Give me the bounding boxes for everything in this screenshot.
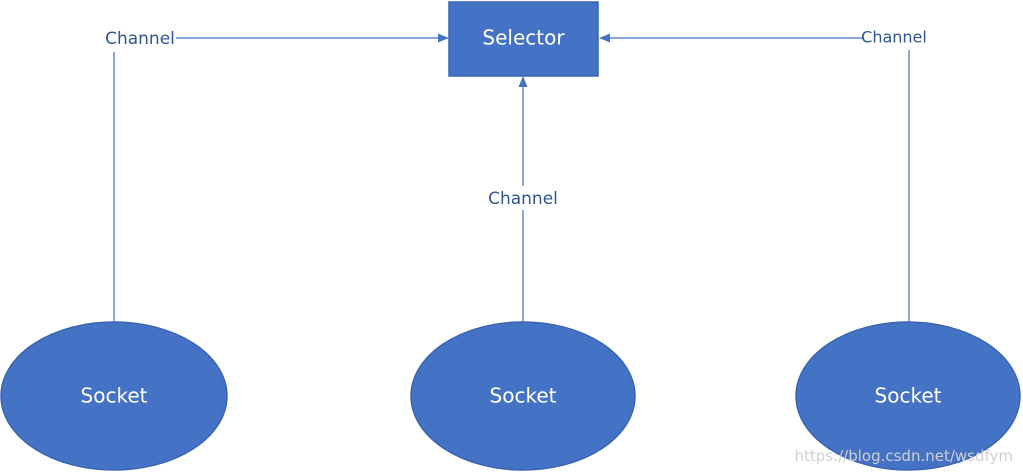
socket-center-node: Socket	[410, 321, 636, 471]
center-connector: Channel	[484, 76, 562, 322]
right-channel-label: Channel	[861, 28, 927, 47]
watermark-text: https://blog.csdn.net/wsdfym	[794, 447, 1013, 465]
socket-left-ellipse	[0, 321, 228, 471]
socket-center-label: Socket	[490, 384, 557, 408]
socket-right-label: Socket	[875, 384, 942, 408]
socket-left-node: Socket	[0, 321, 228, 471]
selector-node: Selector	[448, 1, 599, 77]
left-connector: Channel	[105, 29, 449, 322]
center-arrowhead	[518, 76, 528, 87]
selector-label: Selector	[482, 26, 565, 50]
right-arrowhead	[599, 33, 610, 43]
center-label-background	[484, 186, 562, 210]
socket-center-ellipse	[410, 321, 636, 471]
left-arrowhead	[438, 33, 449, 43]
right-connector: Channel	[599, 28, 927, 322]
socket-right-node: Socket	[795, 321, 1021, 471]
selector-box	[448, 1, 599, 77]
socket-right-ellipse	[795, 321, 1021, 471]
left-channel-label: Channel	[105, 29, 175, 49]
center-channel-label: Channel	[488, 189, 558, 209]
socket-left-label: Socket	[81, 384, 148, 408]
